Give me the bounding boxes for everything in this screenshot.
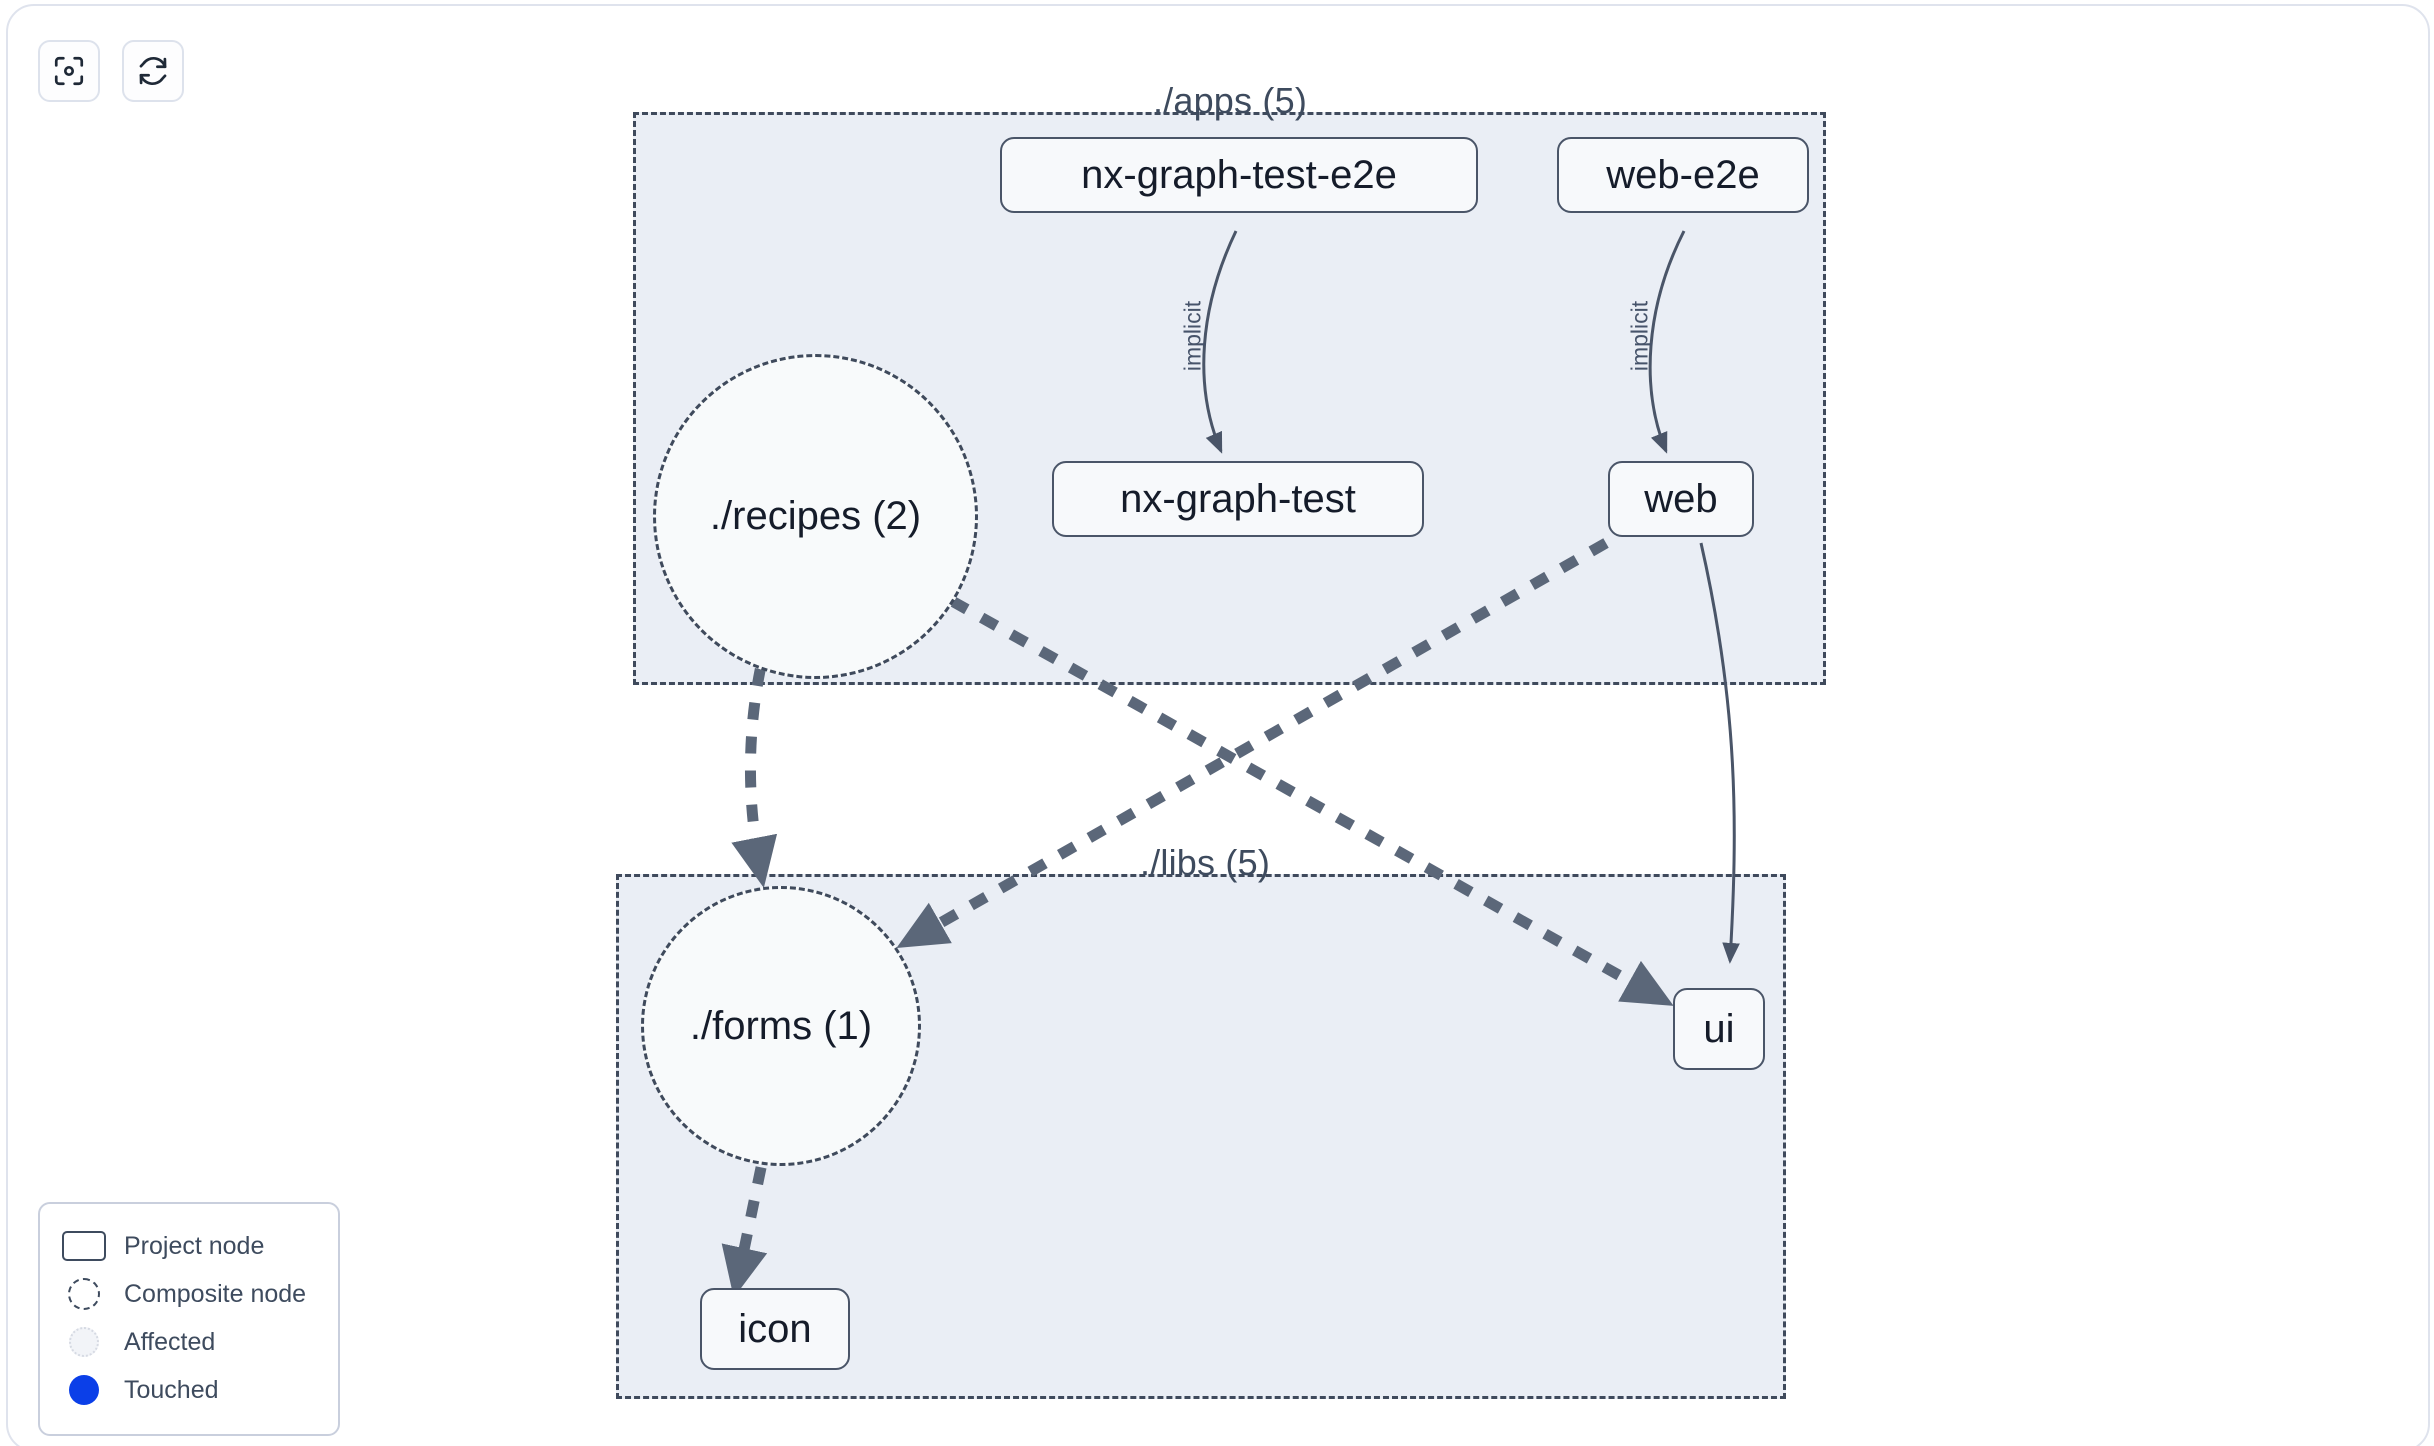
composite-node-recipes[interactable]: ./recipes (2) [653, 354, 978, 679]
composite-node-recipes-label: ./recipes (2) [709, 494, 922, 538]
focus-graph-button[interactable] [38, 40, 100, 102]
group-label-apps: ./apps (5) [1152, 80, 1308, 122]
legend-item-touched: Touched [60, 1366, 318, 1414]
composite-node-forms[interactable]: ./forms (1) [641, 886, 921, 1166]
project-node-nx-graph-test-label: nx-graph-test [1120, 476, 1356, 521]
project-node-nx-graph-test-e2e-label: nx-graph-test-e2e [1081, 152, 1397, 197]
project-node-ui-label: ui [1703, 1006, 1735, 1051]
project-node-nx-graph-test[interactable]: nx-graph-test [1052, 461, 1424, 537]
legend-item-composite-node: Composite node [60, 1270, 318, 1318]
touched-swatch [60, 1375, 108, 1405]
project-node-nx-graph-test-e2e[interactable]: nx-graph-test-e2e [1000, 137, 1478, 213]
affected-swatch [60, 1327, 108, 1357]
legend-label-composite-node: Composite node [124, 1279, 307, 1308]
refresh-icon [136, 54, 170, 88]
project-node-web-e2e-label: web-e2e [1606, 152, 1760, 197]
graph-viewport[interactable]: ./apps (5) ./libs (5) [8, 6, 2428, 1446]
graph-canvas-panel[interactable]: ./apps (5) ./libs (5) [6, 4, 2430, 1446]
project-node-web-e2e[interactable]: web-e2e [1557, 137, 1809, 213]
project-node-icon[interactable]: icon [700, 1288, 850, 1370]
composite-node-swatch [60, 1278, 108, 1310]
project-node-swatch [60, 1231, 108, 1261]
legend-label-project-node: Project node [124, 1231, 265, 1260]
graph-legend: Project node Composite node Affected Tou… [38, 1202, 340, 1436]
project-node-icon-label: icon [738, 1306, 812, 1351]
composite-node-forms-label: ./forms (1) [689, 1003, 873, 1048]
project-node-ui[interactable]: ui [1673, 988, 1765, 1070]
legend-label-affected: Affected [124, 1327, 216, 1356]
group-label-libs: ./libs (5) [1139, 842, 1271, 884]
project-node-web-label: web [1644, 476, 1718, 521]
refresh-graph-button[interactable] [122, 40, 184, 102]
viewfinder-icon [52, 54, 86, 88]
legend-label-touched: Touched [124, 1375, 219, 1404]
legend-item-affected: Affected [60, 1318, 318, 1366]
graph-toolbar [38, 40, 184, 102]
legend-item-project-node: Project node [60, 1222, 318, 1270]
project-node-web[interactable]: web [1608, 461, 1754, 537]
